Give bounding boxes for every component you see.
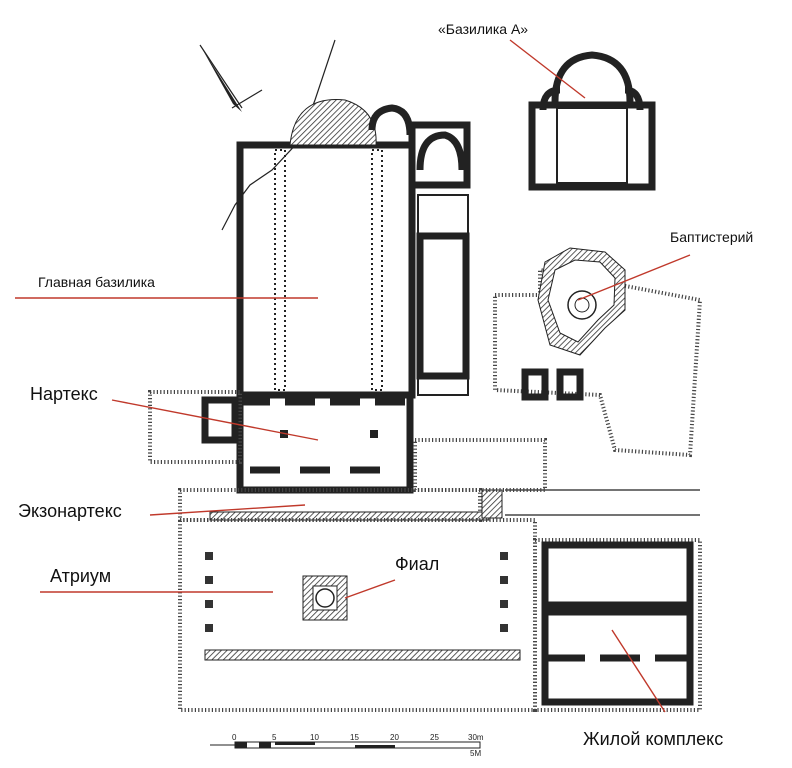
scale-tick-10: 10 (310, 733, 319, 742)
basilica-a-plan (528, 51, 656, 191)
residential-complex-plan (533, 538, 702, 712)
north-arrow-icon (199, 44, 263, 112)
label-atrium: Атриум (50, 566, 111, 586)
scale-bar: 0 5 10 15 20 25 30m 5M (210, 733, 484, 758)
scale-tick-25: 25 (430, 733, 439, 742)
label-residential: Жилой комплекс (583, 729, 723, 749)
scale-tick-5: 5 (272, 733, 277, 742)
scale-tick-0: 0 (232, 733, 237, 742)
leader-lines (15, 39, 691, 713)
label-main-basilica: Главная базилика (38, 274, 155, 290)
label-basilica-a: «Базилика А» (438, 21, 528, 37)
label-narthex: Нартекс (30, 384, 98, 404)
terrain-line (221, 39, 336, 231)
label-phiale: Фиал (395, 554, 439, 574)
scale-unit-note: 5M (470, 749, 481, 758)
atrium-plan (178, 518, 537, 712)
label-baptistery: Баптистерий (670, 229, 753, 245)
scale-tick-20: 20 (390, 733, 399, 742)
scale-tick-30m: 30m (468, 733, 484, 742)
baptistery-plan (493, 247, 703, 458)
scale-tick-15: 15 (350, 733, 359, 742)
label-exonarthex: Экзонартекс (18, 501, 122, 521)
